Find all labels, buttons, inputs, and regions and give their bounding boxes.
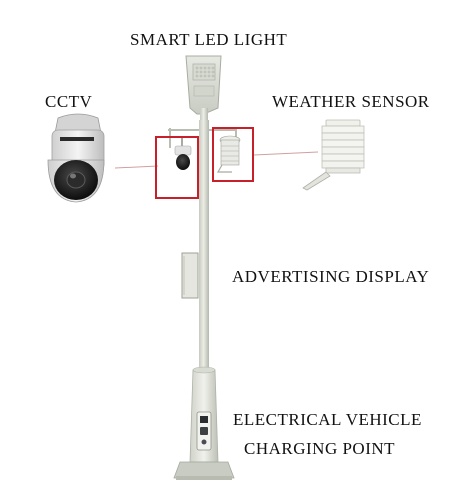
advertising-display-label: ADVERTISING DISPLAY <box>232 267 430 286</box>
ev-charging-label-line2: CHARGING POINT <box>244 439 396 458</box>
ptz-dome-camera-icon <box>47 113 105 203</box>
pole-camera-icon <box>174 138 192 170</box>
smart-led-light-label: SMART LED LIGHT <box>130 30 288 49</box>
leader-lines <box>114 151 319 169</box>
weather-leader-line <box>252 151 319 156</box>
advertising-panel-icon <box>181 252 199 299</box>
ev-charger-socket-icon <box>196 411 212 451</box>
solar-led-lamp-icon <box>185 55 222 124</box>
ev-charging-label-line1: ELECTRICAL VEHICLE <box>233 410 422 429</box>
cctv-leader-line <box>114 165 159 169</box>
cctv-highlight-box <box>155 136 199 199</box>
louvered-weather-sensor-icon <box>302 119 365 191</box>
weather-highlight-box <box>212 127 254 182</box>
cctv-label: CCTV <box>45 92 93 111</box>
pole-sensor-icon <box>216 135 241 173</box>
weather-sensor-label: WEATHER SENSOR <box>272 92 430 111</box>
